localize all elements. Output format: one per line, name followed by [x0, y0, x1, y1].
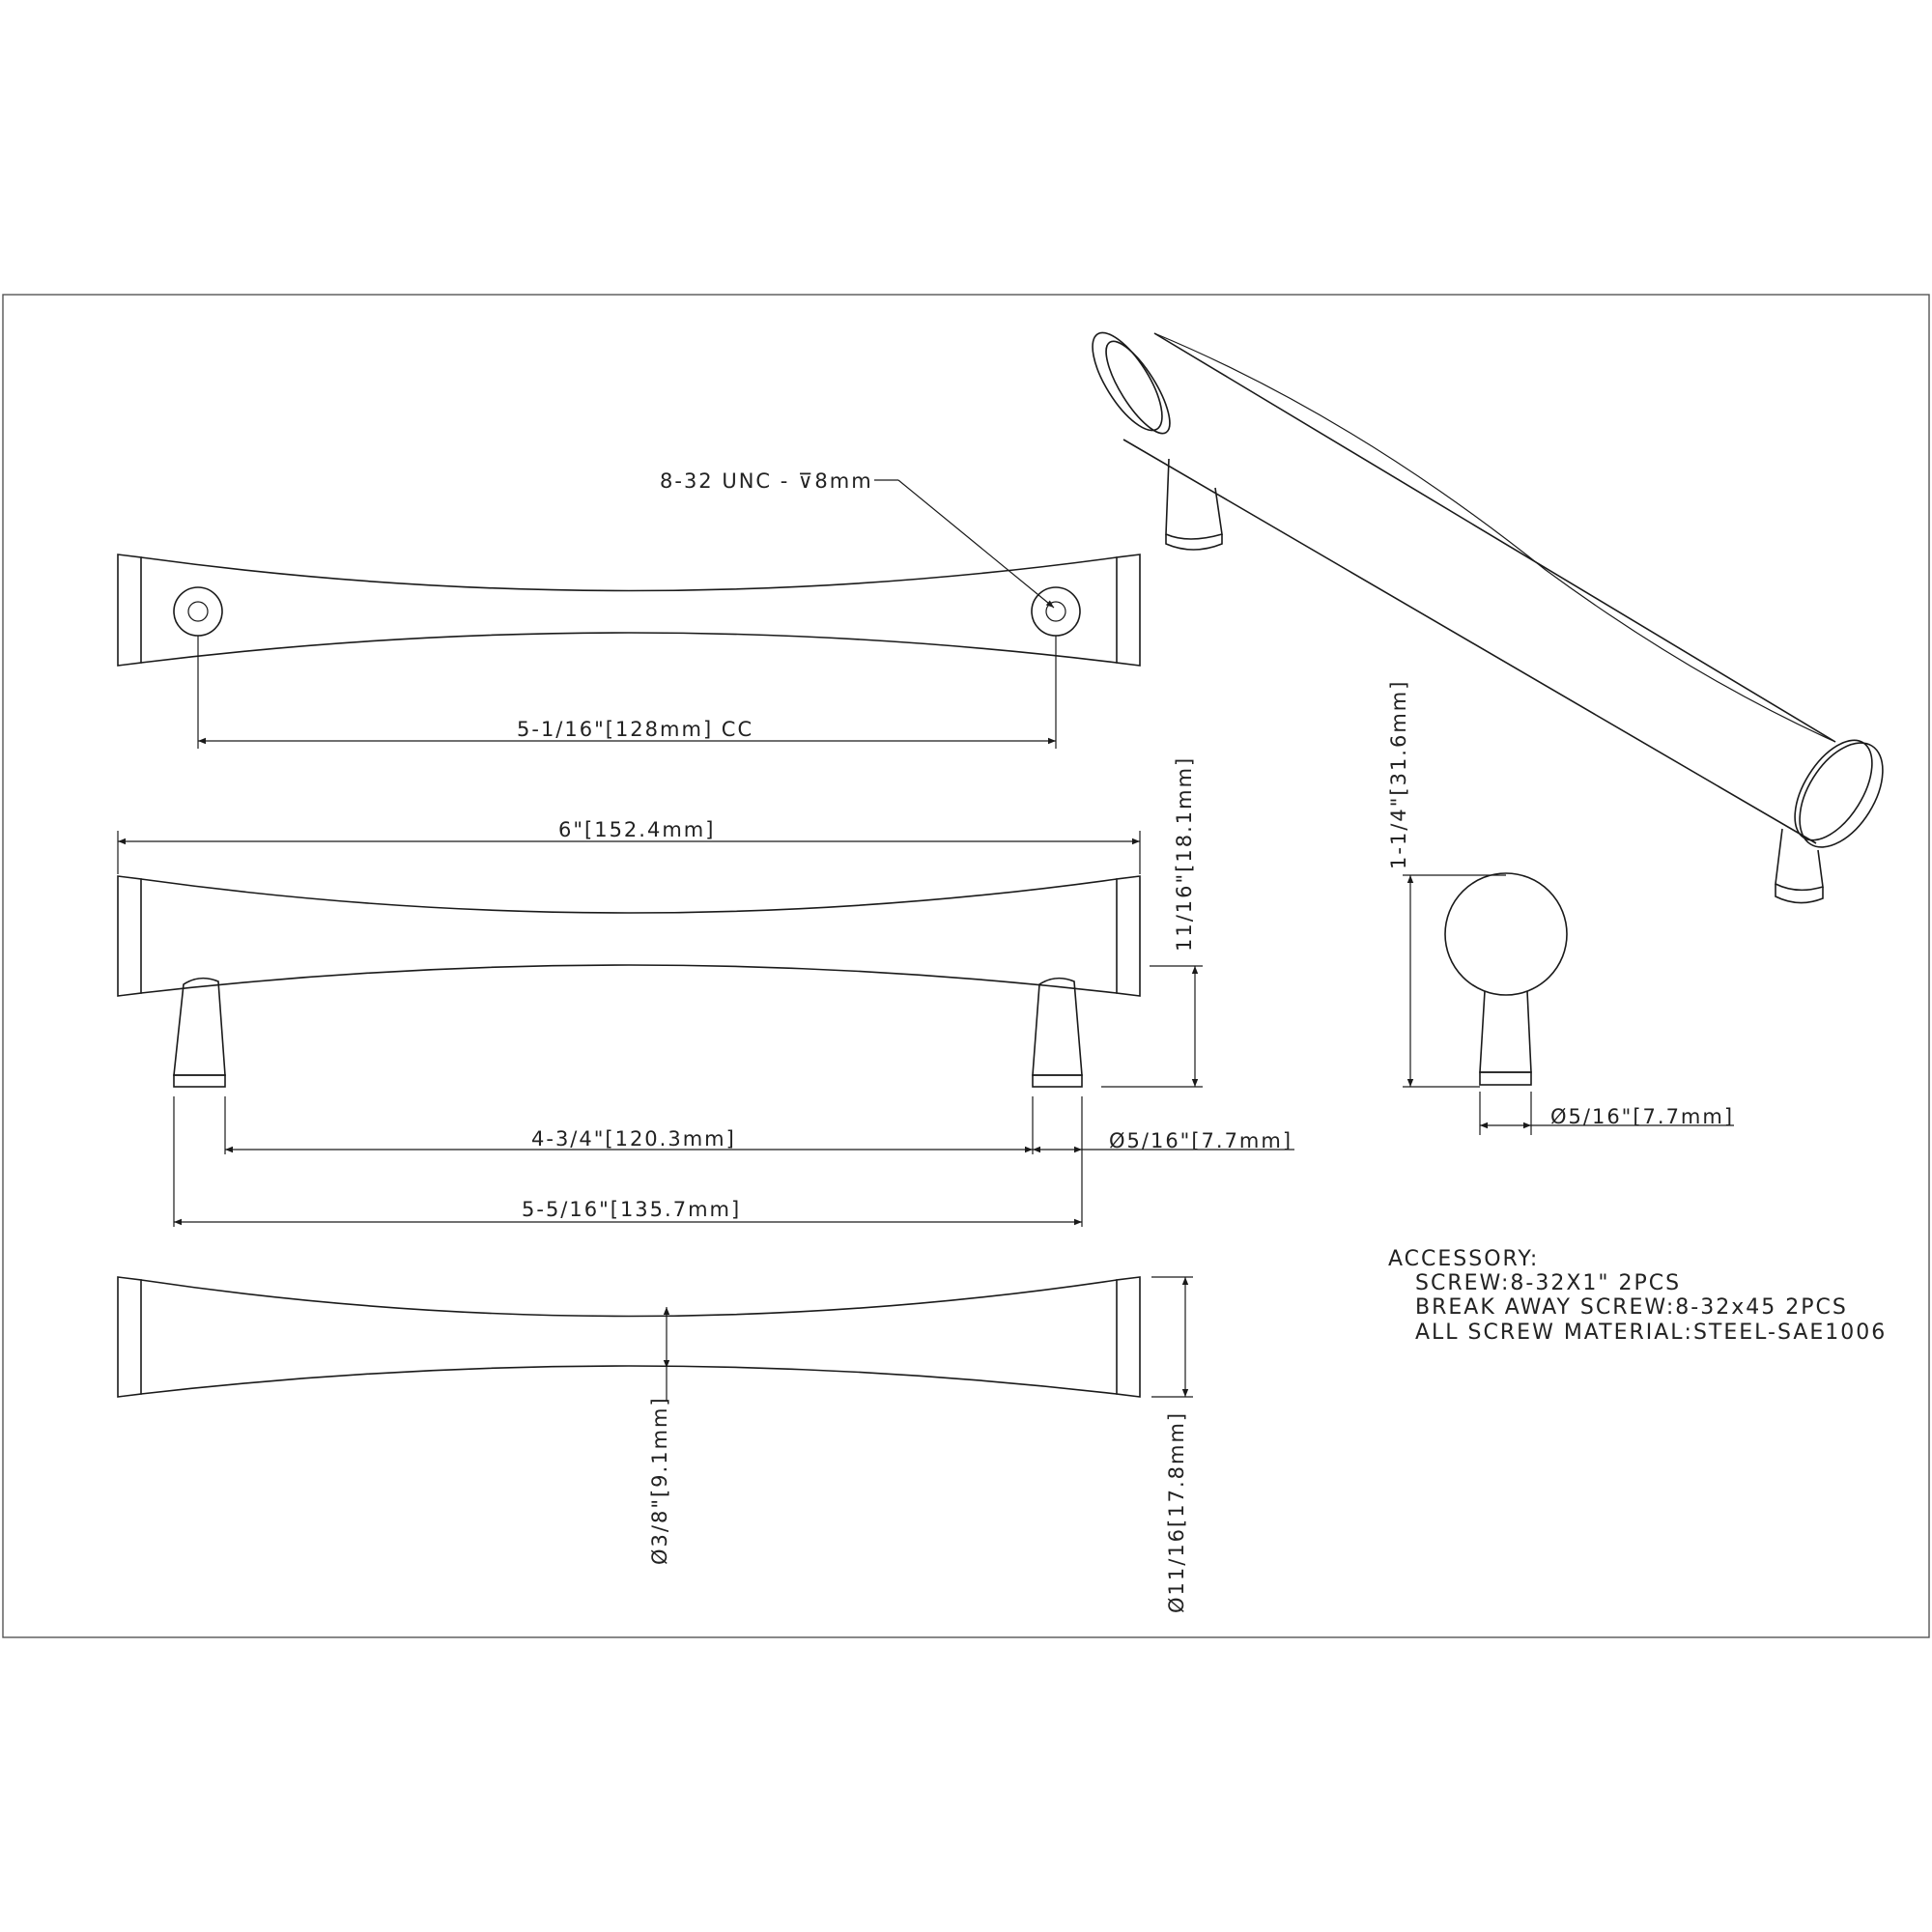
isometric-view [1092, 331, 1884, 904]
dim-post-diameter-front: Ø5/16"[7.7mm] [1109, 1129, 1293, 1152]
accessory-line-3: ALL SCREW MATERIAL:STEEL-SAE1006 [1415, 1321, 1887, 1345]
mounting-hole-right [1031, 586, 1081, 637]
bottom-view [117, 1276, 1193, 1401]
dim-outer-span: 5-5/16"[135.7mm] [522, 1198, 741, 1221]
dim-post-diameter-side: Ø5/16"[7.7mm] [1550, 1105, 1734, 1128]
accessory-line-1: SCREW:8-32X1" 2PCS [1415, 1271, 1681, 1295]
dim-inner-span: 4-3/4"[120.3mm] [531, 1127, 736, 1151]
accessory-line-2: BREAK AWAY SCREW:8-32x45 2PCS [1415, 1295, 1848, 1320]
callout-thread-spec: 8-32 UNC - ⊽8mm [660, 469, 873, 493]
dim-side-height: 1-1/4"[31.6mm] [1387, 680, 1410, 869]
top-view [117, 479, 1141, 749]
front-view [117, 831, 1294, 1227]
mounting-hole-left [173, 586, 223, 637]
dim-end-diameter: Ø11/16[17.8mm] [1165, 1411, 1188, 1613]
dim-center-diameter: Ø3/8"[9.1mm] [648, 1396, 671, 1565]
dim-center-to-center: 5-1/16"[128mm] CC [517, 718, 753, 741]
dim-overall-length: 6"[152.4mm] [558, 818, 715, 841]
drawing-frame [2, 294, 1930, 1638]
side-view [1403, 872, 1734, 1135]
dim-projection: 11/16"[18.1mm] [1173, 756, 1196, 952]
accessory-title: ACCESSORY: [1388, 1247, 1539, 1271]
